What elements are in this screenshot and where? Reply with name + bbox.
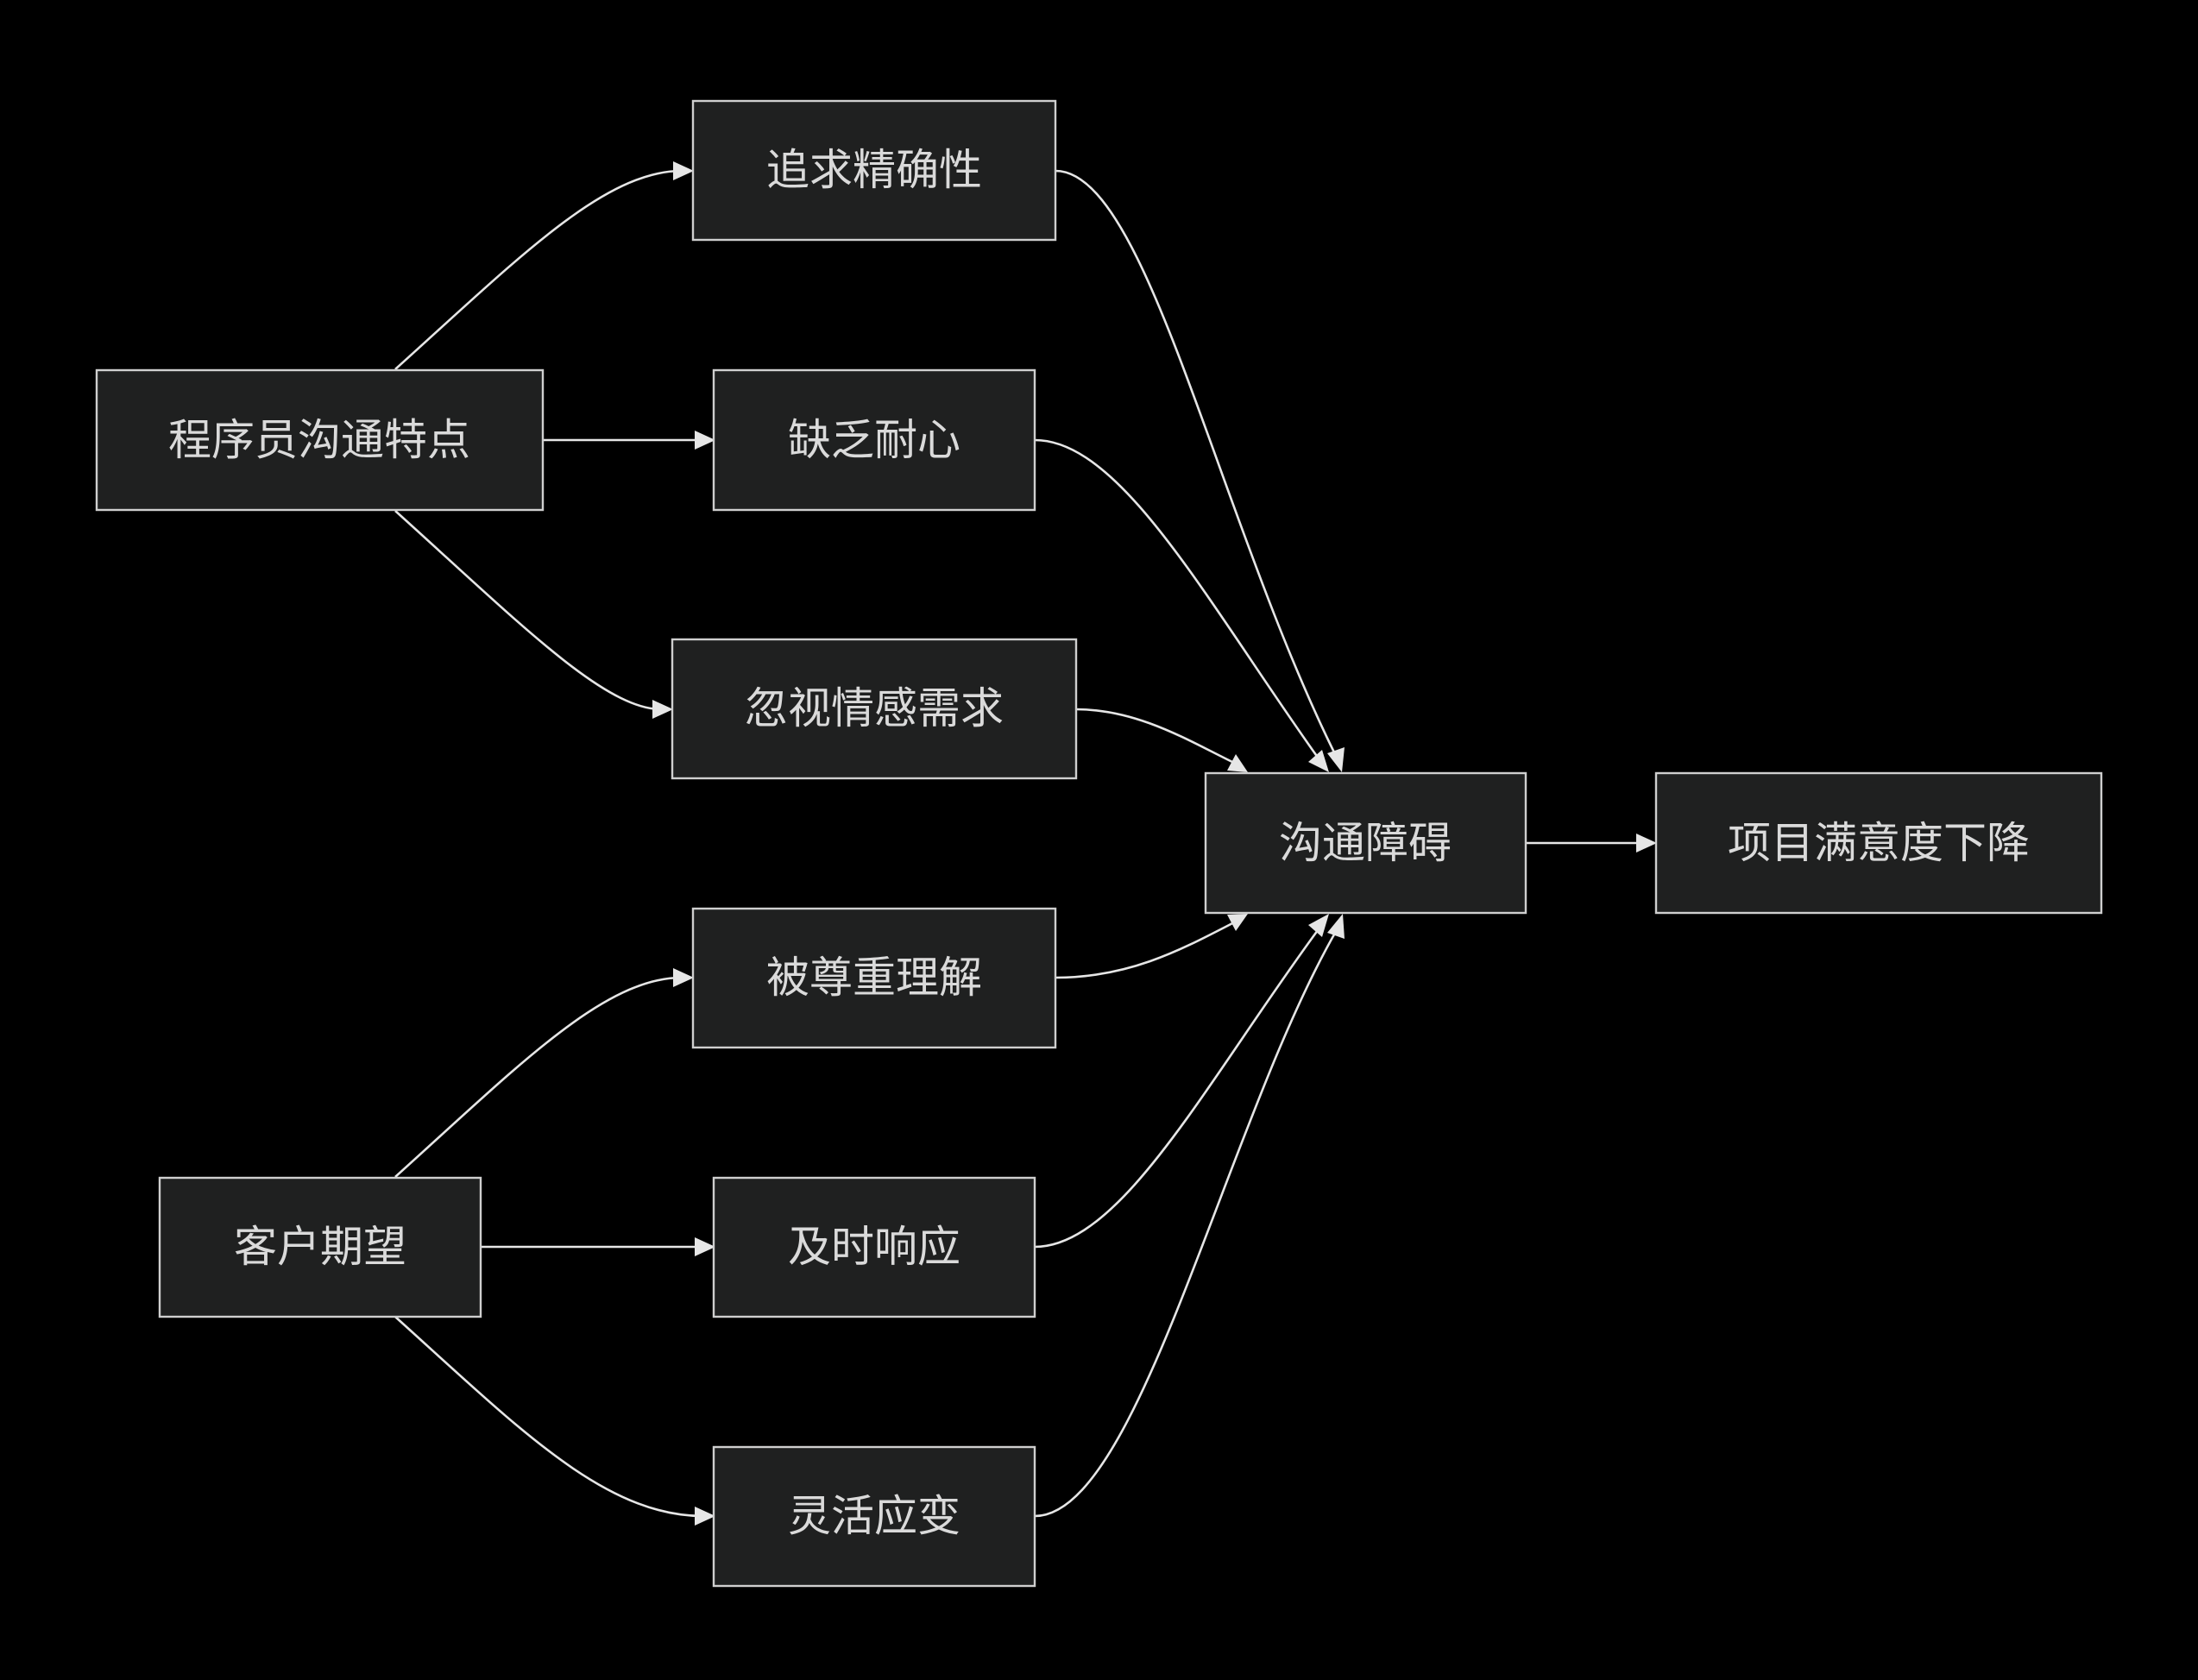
node-satisfaction-drop: 项目满意度下降 xyxy=(1654,771,2103,915)
node-respect: 被尊重理解 xyxy=(691,907,1057,1049)
arrowhead-programmer-to-impatience xyxy=(695,431,715,450)
edge-programmer-to-precision xyxy=(394,169,683,370)
node-timely: 及时响应 xyxy=(712,1176,1036,1318)
arrowhead-barrier-to-satisfaction-drop xyxy=(1636,834,1657,853)
nodes: 程序员沟通特点 追求精确性 缺乏耐心 忽视情感需求 客户期望 被尊重理解 及时响… xyxy=(95,99,2103,1588)
edge-flexible-to-barrier xyxy=(1034,928,1339,1518)
node-flexible-label: 灵活应变 xyxy=(788,1491,960,1541)
node-satisfaction-drop-label: 项目满意度下降 xyxy=(1728,818,2030,868)
edge-respect-to-barrier xyxy=(1055,920,1237,979)
edge-timely-to-barrier xyxy=(1034,926,1322,1249)
arrowhead-client-to-flexible xyxy=(695,1507,715,1526)
node-impatience-label: 缺乏耐心 xyxy=(788,415,960,465)
node-ignore-emotion: 忽视情感需求 xyxy=(671,638,1078,780)
edges xyxy=(394,161,1657,1526)
node-timely-label: 及时响应 xyxy=(788,1222,960,1272)
node-precision: 追求精确性 xyxy=(691,99,1057,242)
edge-programmer-to-ignore-emotion xyxy=(394,510,662,711)
arrowhead-programmer-to-ignore-emotion xyxy=(652,700,673,719)
arrowhead-flexible-to-barrier xyxy=(1327,914,1345,939)
arrowhead-precision-to-barrier xyxy=(1327,747,1345,772)
arrowhead-programmer-to-precision xyxy=(673,161,694,180)
edge-impatience-to-barrier xyxy=(1034,438,1322,762)
node-barrier: 沟通障碍 xyxy=(1204,771,1527,915)
node-impatience: 缺乏耐心 xyxy=(712,368,1036,512)
node-barrier-label: 沟通障碍 xyxy=(1279,818,1452,868)
arrowhead-impatience-to-barrier xyxy=(1308,750,1329,772)
edge-client-to-respect xyxy=(394,976,683,1178)
edge-precision-to-barrier xyxy=(1055,169,1339,760)
node-programmer-label: 程序员沟通特点 xyxy=(168,415,470,465)
arrowhead-client-to-timely xyxy=(695,1237,715,1256)
node-precision-label: 追求精确性 xyxy=(766,145,982,195)
arrowhead-respect-to-barrier xyxy=(1227,914,1248,931)
node-client: 客户期望 xyxy=(158,1176,482,1318)
node-programmer: 程序员沟通特点 xyxy=(95,368,545,512)
node-respect-label: 被尊重理解 xyxy=(766,953,982,1003)
arrowhead-client-to-respect xyxy=(673,968,694,987)
node-flexible: 灵活应变 xyxy=(712,1445,1036,1588)
arrowhead-timely-to-barrier xyxy=(1308,914,1329,937)
node-client-label: 客户期望 xyxy=(234,1222,406,1272)
edge-client-to-flexible xyxy=(394,1316,704,1518)
edge-ignore-emotion-to-barrier xyxy=(1075,708,1237,765)
arrowhead-ignore-emotion-to-barrier xyxy=(1227,754,1248,772)
node-ignore-emotion-label: 忽视情感需求 xyxy=(745,683,1004,733)
